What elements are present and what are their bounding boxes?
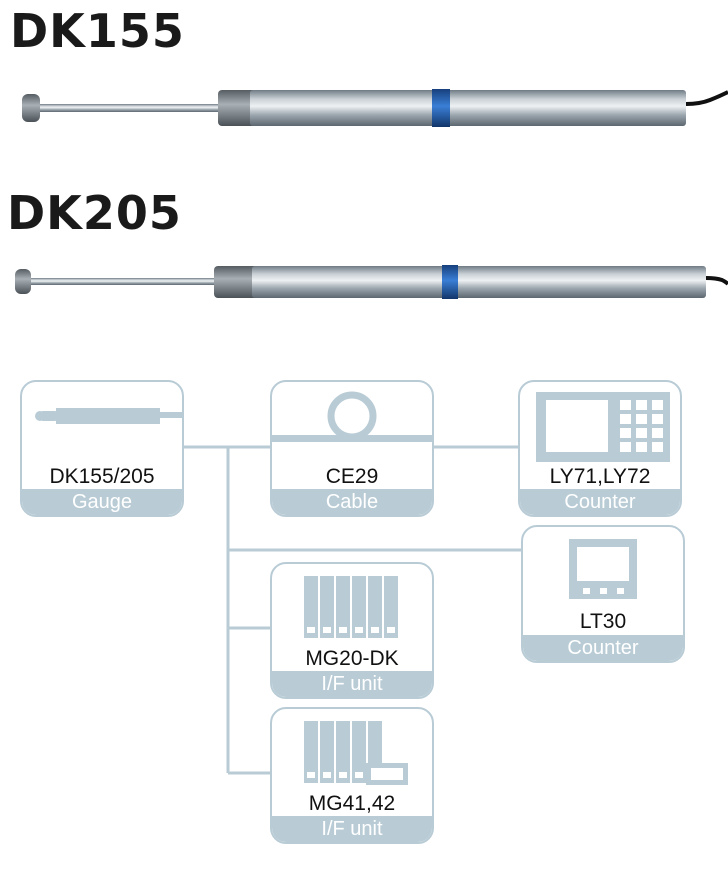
- node-cable-name: CE29: [325, 465, 379, 488]
- node-interface-mg20: MG20-DK I/F unit: [270, 562, 434, 699]
- gauge-icon: [35, 408, 182, 424]
- node-counter-ly-name: LY71,LY72: [549, 465, 651, 488]
- node-interface-mg41-role: I/F unit: [272, 816, 432, 842]
- interface-module-icon: [304, 576, 398, 638]
- node-cable-role: Cable: [272, 489, 432, 515]
- node-cable: CE29 Cable: [270, 380, 434, 517]
- dk205-gauge-image: [15, 265, 728, 299]
- node-gauge: DK155/205 Gauge: [20, 380, 184, 517]
- node-counter-lt30-name: LT30: [579, 610, 627, 633]
- interface-module-display-icon: [304, 721, 408, 785]
- panel-counter-icon: [569, 539, 637, 599]
- node-interface-mg41-name: MG41,42: [308, 792, 396, 815]
- node-counter-ly-role: Counter: [520, 489, 680, 515]
- cable-icon: [272, 391, 432, 442]
- model-title-dk205: DK205: [7, 186, 182, 240]
- node-counter-ly: LY71,LY72 Counter: [518, 380, 682, 517]
- node-interface-mg20-role: I/F unit: [272, 671, 432, 697]
- model-title-dk155: DK155: [10, 4, 185, 58]
- counter-display-icon: [536, 392, 670, 462]
- node-interface-mg20-name: MG20-DK: [305, 647, 399, 670]
- dk155-gauge-image: [22, 89, 728, 127]
- node-gauge-role: Gauge: [22, 489, 182, 515]
- node-counter-lt30: LT30 Counter: [521, 525, 685, 663]
- node-counter-lt30-role: Counter: [523, 635, 683, 661]
- node-gauge-name: DK155/205: [49, 465, 155, 488]
- node-interface-mg41: MG41,42 I/F unit: [270, 707, 434, 844]
